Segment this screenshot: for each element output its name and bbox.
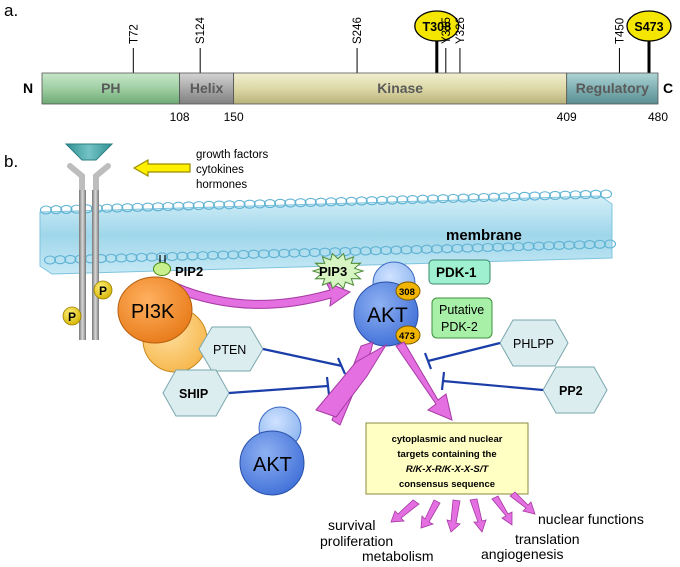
akt-site-308-badge	[395, 281, 421, 301]
outcome-proliferation: proliferation	[320, 533, 393, 549]
site-t308: T308	[414, 10, 460, 73]
outcome-metabolism: metabolism	[362, 548, 434, 564]
pdk1-box	[428, 259, 491, 285]
outcome-nuclear-functions: nuclear functions	[538, 511, 644, 527]
ship-label: SHIP	[179, 387, 208, 401]
pdk1-label: PDK-1	[436, 265, 477, 280]
phlpp-hexagon	[499, 319, 569, 367]
akt-active-label: AKT	[367, 304, 408, 327]
stimulus-cytokines: cytokines	[196, 164, 244, 176]
targets-line-1: cytoplasmic and nuclear	[392, 434, 503, 445]
site-s124: S124	[195, 17, 207, 73]
akt-activation-arrow-head	[315, 343, 388, 418]
boundary-label: 150	[224, 110, 244, 124]
pip2-head-icon	[153, 262, 171, 276]
phospho-p-icon	[93, 280, 113, 300]
boundary-label: 480	[648, 110, 668, 124]
pip3-burst-icon	[311, 252, 365, 290]
membrane-label: membrane	[446, 227, 522, 244]
panel-a-label: a.	[4, 1, 18, 20]
site-s246: S246	[352, 17, 364, 73]
site-s473: S473	[626, 10, 672, 73]
domain-label: Regulatory	[576, 80, 649, 96]
pi3k-catalytic-subunit	[117, 276, 193, 344]
site-y315: Y315	[441, 17, 453, 73]
outcome-arrows	[390, 491, 536, 533]
pip3-label: PIP3	[319, 264, 347, 279]
outcome-survival: survival	[328, 517, 375, 533]
pp2-label: PP2	[559, 384, 583, 398]
phospho-p-icon	[62, 306, 82, 326]
n-terminus-label: N	[23, 80, 33, 96]
site-label: S246	[352, 17, 364, 44]
site-label: T450	[614, 18, 626, 44]
akt-site-473-label: 473	[399, 331, 415, 342]
phlpp-label: PHLPP	[513, 337, 554, 351]
site-highlight-badge	[626, 10, 672, 42]
domain-ph: PH	[41, 72, 181, 105]
domain-label: PH	[101, 80, 120, 96]
site-label: T308	[423, 20, 452, 34]
akt-site-473-badge	[395, 325, 421, 345]
targets-line-3: R/K-X-R/K-X-X-S/T	[406, 464, 490, 475]
stimulus-hormones: hormones	[196, 179, 247, 191]
stimulus-growth-factors: growth factors	[196, 149, 268, 161]
site-t450: T450	[614, 18, 626, 73]
domain-helix: Helix	[179, 72, 235, 105]
site-label: T72	[128, 24, 140, 44]
site-t72: T72	[128, 24, 140, 73]
akt-site-308-label: 308	[399, 287, 415, 298]
c-terminus-label: C	[663, 80, 673, 96]
pi3k-label: PI3K	[131, 301, 175, 323]
pten-label: PTEN	[213, 343, 246, 357]
targets-line-2: targets containing the	[397, 449, 496, 460]
domain-regulatory: Regulatory	[566, 72, 659, 105]
akt-inactive-label: AKT	[253, 454, 292, 476]
akt-to-targets-arrow	[395, 341, 453, 421]
site-y326: Y326	[455, 17, 467, 73]
domain-kinase: Kinase	[233, 72, 568, 105]
site-label: S124	[195, 17, 207, 44]
site-label: Y315	[441, 17, 453, 44]
cell-membrane: membrane	[39, 189, 617, 275]
pip2-label: PIP2	[175, 264, 203, 279]
boundary-label: 409	[557, 110, 577, 124]
phospho-p-label-1: P	[99, 284, 107, 298]
boundary-label: 108	[170, 110, 190, 124]
targets-line-4: consensus sequence	[399, 479, 495, 490]
akt-domain-bar: PH Helix Kinase Regulatory	[41, 72, 659, 105]
panel-b-label: b.	[4, 152, 18, 171]
inhibition-lines	[228, 341, 544, 396]
akt-inactive-body	[239, 430, 305, 496]
site-highlight-badge	[414, 10, 460, 42]
outcome-translation: translation	[515, 531, 580, 547]
site-label: Y326	[455, 17, 467, 44]
pdk2-label-line2: PDK-2	[441, 320, 478, 334]
targets-box	[365, 422, 529, 495]
domain-boundaries: 108 150 409 480	[170, 110, 669, 124]
pip2-to-pip3-arrow	[171, 281, 352, 309]
receptor: P P	[62, 143, 114, 340]
outcome-angiogenesis: angiogenesis	[481, 546, 564, 562]
domain-label: Helix	[190, 80, 224, 96]
pdk2-label-line1: Putative	[439, 303, 484, 317]
pp2-hexagon	[542, 366, 608, 414]
domain-label: Kinase	[377, 80, 423, 96]
pdk2-box	[431, 297, 493, 339]
phospho-p-label-2: P	[68, 310, 76, 324]
stimulus-arrow	[132, 158, 191, 178]
site-label: S473	[634, 20, 663, 34]
